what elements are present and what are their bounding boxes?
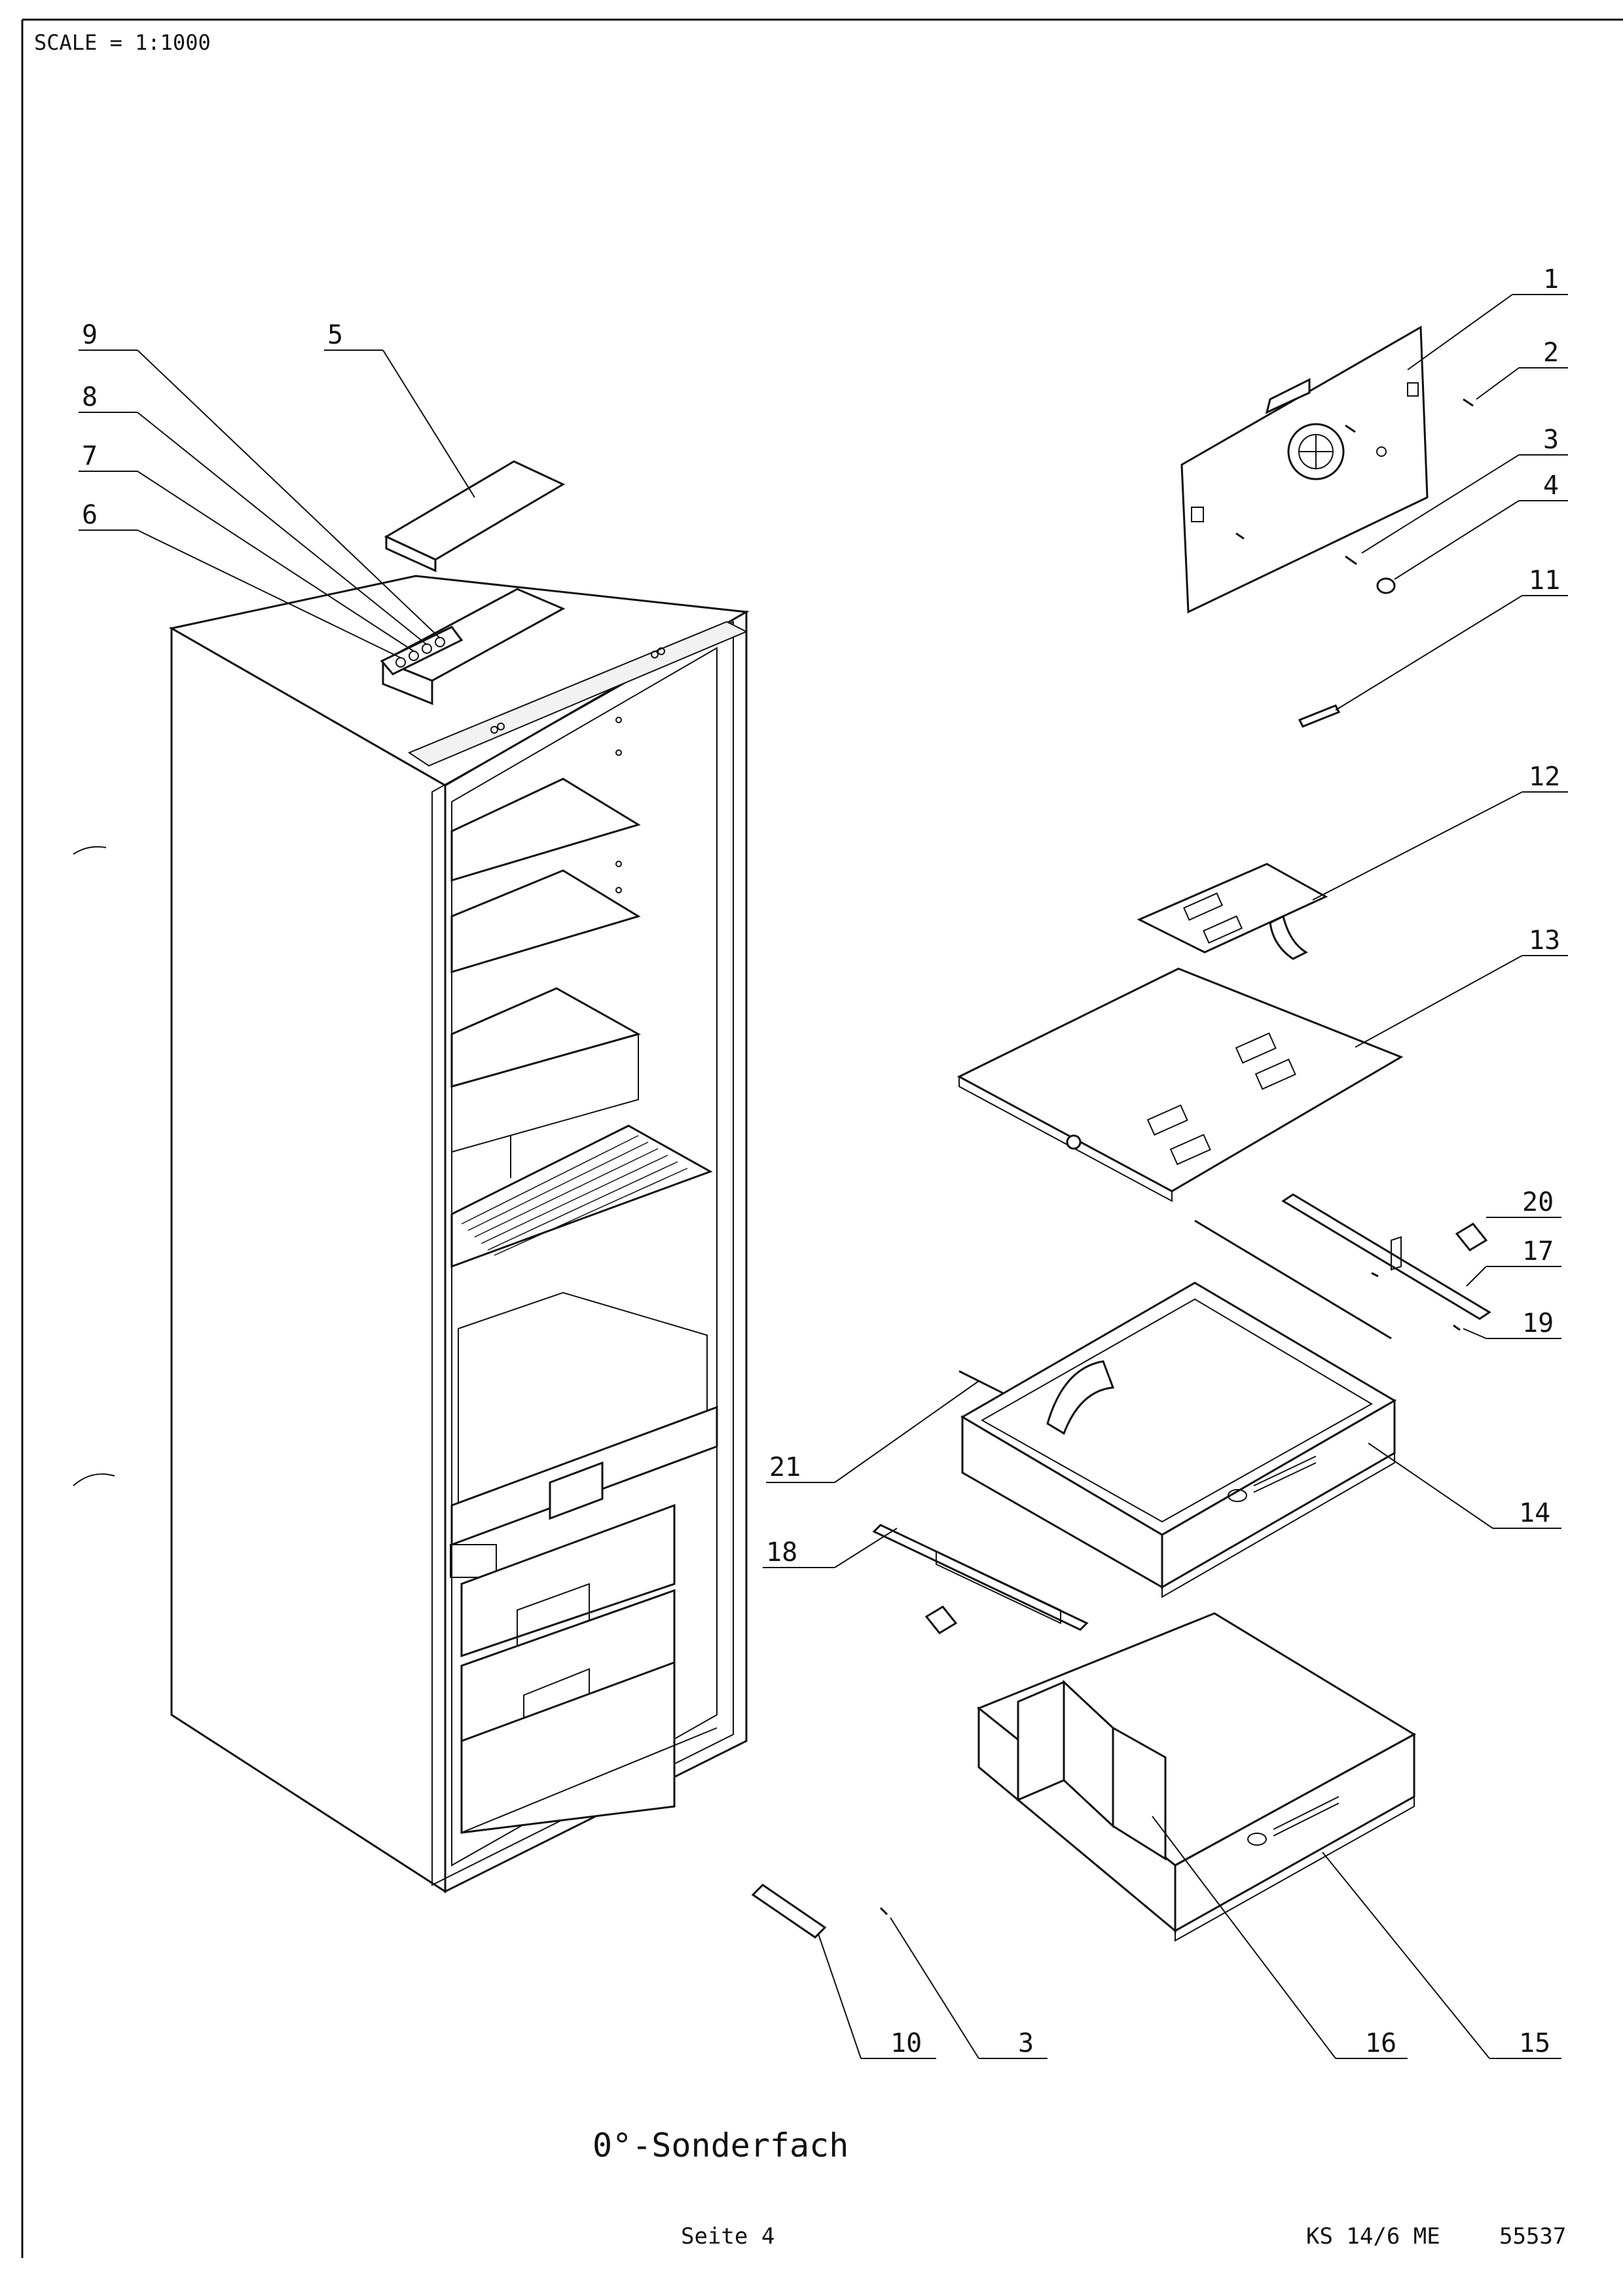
scale-label: SCALE = 1:1000 bbox=[34, 30, 211, 55]
screw-19-upper bbox=[1371, 1272, 1379, 1278]
pin-11 bbox=[1298, 704, 1341, 728]
footer-model: KS 14/6 ME bbox=[1306, 2223, 1440, 2250]
callout-4: 4 bbox=[1543, 471, 1559, 501]
insulation-plate-12 bbox=[1137, 863, 1328, 960]
callout-17: 17 bbox=[1522, 1236, 1554, 1266]
screw-3-lower bbox=[879, 1907, 888, 1916]
callout-2: 2 bbox=[1543, 338, 1559, 368]
callout-9: 9 bbox=[82, 320, 98, 350]
fan-cover-plate bbox=[1180, 325, 1429, 614]
callout-16: 16 bbox=[1365, 2028, 1396, 2058]
callout-3-lower: 3 bbox=[1018, 2028, 1034, 2058]
screw-2 bbox=[1463, 398, 1474, 407]
callout-18: 18 bbox=[766, 1537, 797, 1568]
grated-shelf-ribs bbox=[461, 1135, 688, 1256]
callout-3-upper: 3 bbox=[1543, 425, 1559, 455]
callout-1: 1 bbox=[1543, 264, 1559, 295]
rail-17 bbox=[1281, 1193, 1491, 1320]
callout-6: 6 bbox=[82, 500, 98, 530]
callout-11: 11 bbox=[1529, 565, 1560, 596]
footer-page: Seite 4 bbox=[681, 2223, 775, 2250]
margin-arc-upper bbox=[73, 846, 107, 855]
callout-19: 19 bbox=[1522, 1308, 1554, 1338]
divider-16 bbox=[1017, 1679, 1167, 1861]
drawer-14 bbox=[960, 1282, 1396, 1598]
margin-arc-lower bbox=[73, 1473, 115, 1486]
footer-code: 55537 bbox=[1499, 2223, 1566, 2250]
callout-12: 12 bbox=[1529, 762, 1560, 792]
callout-10: 10 bbox=[890, 2028, 922, 2058]
refrigerator-cabinet bbox=[168, 460, 750, 1893]
glass-shelf-13 bbox=[957, 967, 1404, 1202]
cover-strip-10 bbox=[751, 1884, 827, 1939]
clip-20-lower bbox=[924, 1605, 958, 1634]
clip-20 bbox=[1455, 1223, 1488, 1251]
callout-5: 5 bbox=[327, 320, 343, 350]
callout-15: 15 bbox=[1519, 2028, 1550, 2058]
sheet-frame bbox=[21, 18, 1623, 2258]
leader-lines bbox=[79, 294, 1568, 2059]
callout-7: 7 bbox=[82, 441, 98, 471]
callout-13: 13 bbox=[1529, 925, 1560, 956]
callout-8: 8 bbox=[82, 382, 98, 412]
drawing-title: 0°-Sonderfach bbox=[593, 2126, 848, 2164]
callout-21: 21 bbox=[769, 1452, 801, 1482]
callout-14: 14 bbox=[1519, 1498, 1550, 1528]
rail-18 bbox=[872, 1524, 1089, 1631]
nut-4 bbox=[1376, 577, 1396, 594]
screw-19 bbox=[1453, 1324, 1461, 1331]
rod-21-upper bbox=[1194, 1219, 1392, 1340]
callout-labels: 1 2 3 4 5 6 7 8 9 10 3 11 12 13 14 15 16… bbox=[82, 264, 1560, 2058]
screw-3-upper bbox=[1345, 555, 1357, 565]
callout-20: 20 bbox=[1522, 1187, 1554, 1217]
